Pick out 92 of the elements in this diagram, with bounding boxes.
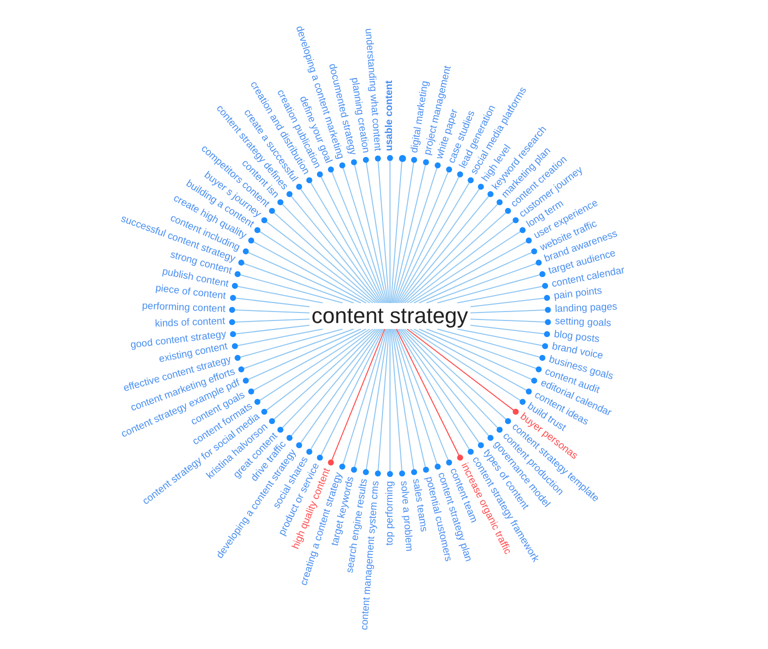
keyword-label: pain points xyxy=(553,286,603,304)
connector-line xyxy=(269,328,376,424)
connector-line xyxy=(328,328,386,466)
connector-line xyxy=(394,162,441,304)
connector-line xyxy=(248,328,367,394)
connector-line xyxy=(242,328,362,384)
connector-line xyxy=(374,156,390,304)
connector-line xyxy=(316,328,384,461)
connector-line xyxy=(404,328,511,424)
connector-line xyxy=(374,328,390,476)
connector-line xyxy=(402,328,503,433)
connector-line xyxy=(396,171,464,304)
connector-line xyxy=(392,328,418,476)
connector-line xyxy=(232,328,324,350)
connector-line xyxy=(238,328,354,372)
keyword-label: setting goals xyxy=(554,316,612,330)
connector-line xyxy=(316,171,384,304)
connector-line xyxy=(242,248,362,304)
connector-line xyxy=(400,328,494,441)
connector-line xyxy=(418,328,538,384)
connector-line xyxy=(306,177,383,304)
connector-line xyxy=(277,328,378,433)
connector-line xyxy=(410,227,526,304)
connector-line xyxy=(286,191,380,304)
connector-line xyxy=(390,162,402,304)
connector-line xyxy=(396,328,464,461)
connector-line xyxy=(328,166,386,304)
keyword-label: top performing xyxy=(384,481,396,546)
connector-line xyxy=(470,318,551,326)
connector-line xyxy=(362,328,388,476)
keyword-label: performing content xyxy=(142,300,226,316)
connector-line xyxy=(230,294,310,308)
connector-line xyxy=(436,271,546,304)
connector-line xyxy=(394,328,441,470)
keyword-label: usable content xyxy=(384,80,396,151)
connector-line xyxy=(406,328,519,415)
connector-line xyxy=(413,238,532,304)
connector-line xyxy=(362,156,388,304)
connector-line xyxy=(410,328,526,405)
keyword-label: solve a problem xyxy=(396,480,414,552)
connector-line xyxy=(398,184,484,304)
connector-line xyxy=(426,260,542,304)
connector-line xyxy=(230,324,310,338)
connector-line xyxy=(413,328,532,394)
connector-line xyxy=(261,217,374,304)
connector-line xyxy=(261,328,374,415)
connector-line xyxy=(404,208,511,304)
connector-line xyxy=(426,328,542,372)
connector-line xyxy=(406,217,519,304)
connector-line xyxy=(269,208,376,304)
connector-line xyxy=(351,328,388,473)
connector-line xyxy=(232,282,324,304)
central-keyword: content strategy xyxy=(310,303,470,329)
connector-line xyxy=(397,328,474,455)
connector-line xyxy=(277,199,378,304)
connector-line xyxy=(394,328,452,466)
connector-line xyxy=(387,328,393,477)
connector-line xyxy=(436,328,546,361)
keyword-dot xyxy=(398,154,406,162)
connector-line xyxy=(339,162,386,304)
connector-line xyxy=(351,159,388,304)
connector-line xyxy=(229,318,310,326)
connector-line xyxy=(339,328,386,470)
connector-line xyxy=(470,324,550,338)
connector-line xyxy=(306,328,383,455)
connector-line xyxy=(387,155,393,304)
connector-line xyxy=(286,328,380,441)
connector-line xyxy=(296,328,382,448)
connector-line xyxy=(238,260,354,304)
connector-line xyxy=(392,328,429,473)
connector-line xyxy=(254,227,370,304)
connector-line xyxy=(456,328,548,350)
connector-line xyxy=(456,282,548,304)
connector-line xyxy=(254,328,370,405)
connector-line xyxy=(392,156,418,304)
keyword-label: landing pages xyxy=(554,301,618,316)
connector-line xyxy=(470,306,551,314)
keyword-label: kinds of content xyxy=(154,316,226,331)
connector-line xyxy=(402,199,503,304)
connector-line xyxy=(418,248,538,304)
connector-line xyxy=(394,166,452,304)
connector-line xyxy=(296,184,382,304)
connector-line xyxy=(392,159,429,304)
connector-line xyxy=(248,238,367,304)
connector-line xyxy=(234,328,344,361)
connector-line xyxy=(398,328,484,448)
connector-line xyxy=(229,306,310,314)
connector-line xyxy=(400,191,494,304)
connector-line xyxy=(397,177,474,304)
connector-line xyxy=(470,294,550,308)
connector-line xyxy=(234,271,344,304)
connector-line xyxy=(390,328,406,476)
